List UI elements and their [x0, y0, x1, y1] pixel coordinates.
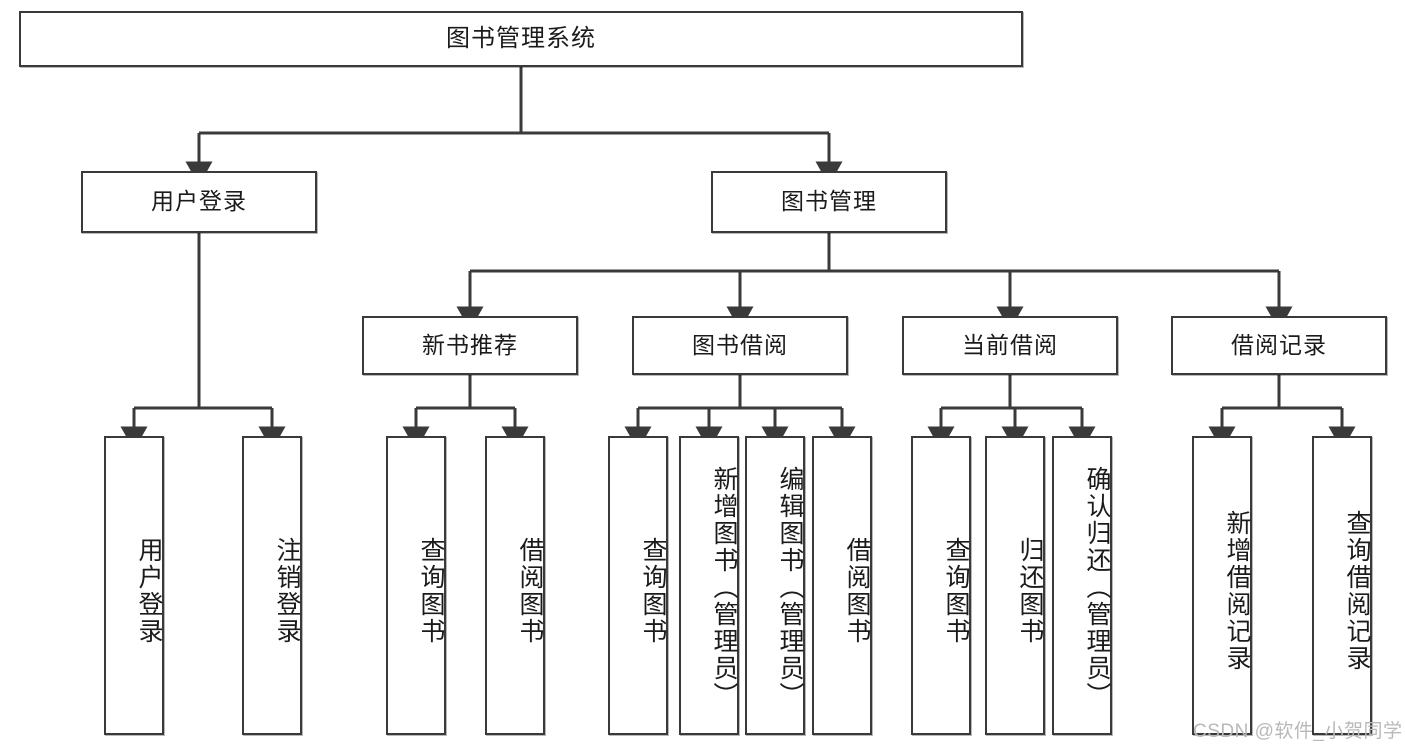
node-leaf-query-borrow-record[interactable]: 查询借阅记录	[1312, 436, 1372, 735]
node-label: 当前借阅	[962, 331, 1058, 358]
node-label: 用户登录	[151, 188, 247, 215]
node-label: 借阅图书	[516, 536, 544, 645]
node-leaf-lend-book[interactable]: 借阅图书	[812, 436, 872, 735]
node-leaf-confirm-return-admin[interactable]: 确认归还（管理员）	[1052, 436, 1112, 735]
node-label: 新增图书（管理员）	[710, 466, 738, 709]
node-leaf-return-book[interactable]: 归还图书	[985, 436, 1045, 735]
node-label: 借阅记录	[1231, 331, 1327, 358]
node-leaf-logout[interactable]: 注销登录	[242, 436, 302, 735]
node-book-management[interactable]: 图书管理	[711, 171, 947, 233]
node-user-login[interactable]: 用户登录	[81, 171, 317, 233]
node-label: 注销登录	[273, 536, 301, 645]
node-label: 新书推荐	[422, 331, 518, 358]
node-label: 图书管理系统	[446, 24, 596, 52]
node-label: 图书借阅	[692, 331, 788, 358]
node-label: 查询图书	[639, 536, 667, 645]
node-label: 用户登录	[135, 536, 163, 645]
node-label: 借阅图书	[843, 536, 871, 645]
node-label: 查询借阅记录	[1343, 509, 1371, 672]
node-label: 归还图书	[1016, 536, 1044, 645]
node-leaf-add-book-admin[interactable]: 新增图书（管理员）	[679, 436, 739, 735]
node-leaf-query-books-borrow[interactable]: 查询图书	[608, 436, 668, 735]
node-label: 查询图书	[417, 536, 445, 645]
node-leaf-user-login[interactable]: 用户登录	[104, 436, 164, 735]
node-root-system[interactable]: 图书管理系统	[19, 11, 1023, 67]
node-leaf-query-books-current[interactable]: 查询图书	[911, 436, 971, 735]
node-leaf-add-borrow-record[interactable]: 新增借阅记录	[1192, 436, 1252, 735]
node-borrow-records[interactable]: 借阅记录	[1171, 316, 1387, 375]
node-label: 编辑图书（管理员）	[776, 466, 804, 709]
node-label: 图书管理	[781, 188, 877, 215]
node-current-borrow[interactable]: 当前借阅	[902, 316, 1118, 375]
node-label: 确认归还（管理员）	[1083, 466, 1111, 709]
node-new-book-recommend[interactable]: 新书推荐	[362, 316, 578, 375]
node-leaf-borrow-books-recommend[interactable]: 借阅图书	[485, 436, 545, 735]
node-label: 新增借阅记录	[1223, 509, 1251, 672]
csdn-watermark: CSDN @软件_小贺同学	[1193, 721, 1403, 742]
node-leaf-edit-book-admin[interactable]: 编辑图书（管理员）	[745, 436, 805, 735]
node-book-borrow[interactable]: 图书借阅	[632, 316, 848, 375]
node-label: 查询图书	[942, 536, 970, 645]
node-leaf-query-books-recommend[interactable]: 查询图书	[386, 436, 446, 735]
